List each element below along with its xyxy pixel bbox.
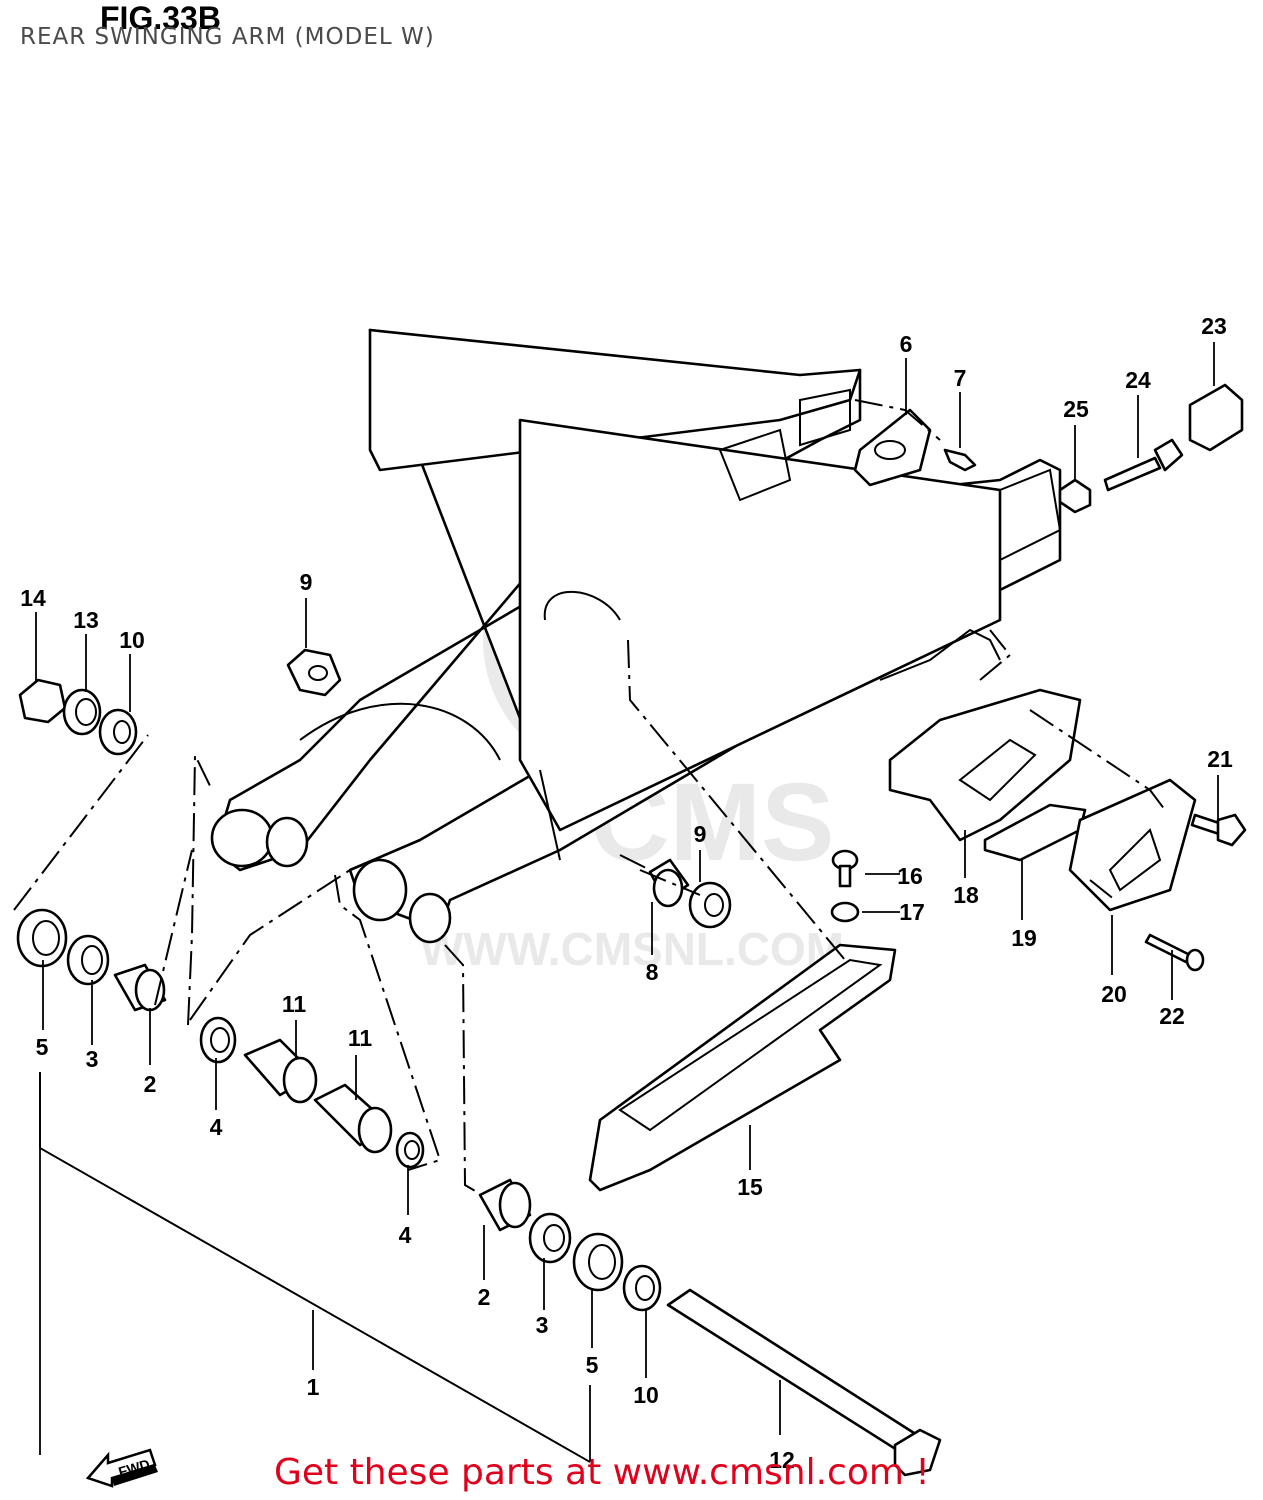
seal-part-5-left	[16, 908, 68, 968]
swing-arm-body	[210, 328, 1062, 944]
callout-5-right: 5	[586, 1352, 599, 1378]
nut-part-14	[18, 678, 67, 724]
callout-25: 25	[1063, 396, 1089, 422]
figure-title: FIG.33B	[100, 0, 221, 36]
callout-24: 24	[1125, 367, 1151, 393]
washer-part-3-left	[66, 934, 110, 986]
callout-14: 14	[20, 585, 46, 611]
callout-16: 16	[897, 863, 923, 889]
callout-3-right: 3	[536, 1312, 549, 1338]
bolt-part-22	[1144, 933, 1205, 972]
callout-3-left: 3	[86, 1046, 99, 1072]
bolt-part-24	[1103, 438, 1184, 492]
callout-18: 18	[953, 882, 979, 908]
chain-slider-part-15	[588, 943, 897, 1192]
callout-9-mid: 9	[694, 821, 707, 847]
callout-6: 6	[900, 331, 913, 357]
assembly-lines	[13, 399, 1166, 1196]
washer-part-10-right	[622, 1264, 662, 1312]
callout-11-b: 11	[348, 1025, 373, 1051]
spacer-part-11-b	[313, 1083, 393, 1154]
fwd-arrow-icon: FWD	[85, 1448, 158, 1488]
callout-23: 23	[1201, 313, 1227, 339]
callout-5-left: 5	[36, 1034, 49, 1060]
callout-10-right: 10	[633, 1382, 659, 1408]
watermark-url: WWW.CMSNL.COM	[420, 923, 844, 975]
bearing-part-2-left	[113, 963, 167, 1012]
callout-11-a: 11	[282, 991, 307, 1017]
callout-12: 12	[769, 1447, 795, 1473]
callout-4-right: 4	[399, 1222, 412, 1248]
washer-part-17	[830, 901, 860, 923]
callout-numbers: 1 2 2 3 3 4 4 5 5 6 7 8 9 9 10 10 11 11 …	[20, 313, 1233, 1473]
chain-guide-part-18	[888, 688, 1082, 842]
nut-part-9-mid	[688, 881, 732, 929]
bearing-part-2-right	[478, 1178, 532, 1232]
washer-part-13	[62, 688, 102, 736]
washer-part-10-left	[98, 708, 138, 756]
bolt-part-21	[1190, 813, 1247, 847]
bearing-part-4-right	[395, 1131, 425, 1169]
callout-leaders	[35, 342, 1219, 1463]
nut-part-9-top	[286, 648, 342, 697]
spacer-part-11-a	[243, 1038, 318, 1104]
callout-2-right: 2	[478, 1284, 491, 1310]
plate-part-20	[1068, 778, 1197, 912]
plate-part-6	[853, 408, 932, 487]
callout-22: 22	[1159, 1003, 1185, 1029]
callout-20: 20	[1101, 981, 1127, 1007]
callout-19: 19	[1011, 925, 1037, 951]
callout-4-left: 4	[210, 1114, 223, 1140]
promo-link[interactable]: Get these parts at www.cmsnl.com !	[274, 1452, 930, 1493]
callout-7: 7	[954, 365, 967, 391]
screw-part-7	[943, 448, 977, 472]
figure-subtitle: REAR SWINGING ARM (MODEL W)	[20, 24, 435, 50]
callout-1: 1	[307, 1374, 320, 1400]
callout-21: 21	[1207, 746, 1233, 772]
washer-part-3-right	[528, 1212, 572, 1264]
callout-8: 8	[646, 959, 659, 985]
screw-part-16	[831, 849, 859, 888]
callout-17: 17	[899, 899, 925, 925]
block-part-23	[1188, 383, 1244, 452]
callout-13: 13	[73, 607, 99, 633]
seal-part-5-right	[572, 1232, 624, 1292]
callout-9-top: 9	[300, 569, 313, 595]
callout-10-left: 10	[119, 627, 145, 653]
pivot-shaft-part-12	[666, 1288, 942, 1477]
bushing-part-8	[648, 858, 690, 908]
callout-2-left: 2	[144, 1071, 157, 1097]
callout-15: 15	[737, 1174, 763, 1200]
bearing-part-4-left	[199, 1016, 237, 1064]
nut-part-25	[1058, 478, 1092, 514]
